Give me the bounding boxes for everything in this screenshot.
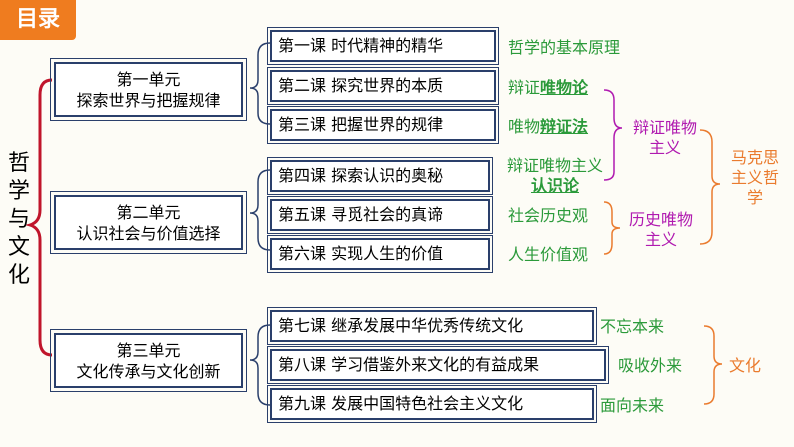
unit-box-3: 第三单元 文化传承与文化创新 xyxy=(50,329,247,392)
group-historical-materialism: 历史唯物 主义 xyxy=(618,210,704,250)
culture-brace xyxy=(703,325,723,405)
unit1-brace xyxy=(249,42,271,125)
lesson-box-3: 第三课 把握世界的规律 xyxy=(267,106,499,144)
lesson-box-4: 第四课 探索认识的奥秘 xyxy=(267,157,493,195)
note-emphasis: 认识论 xyxy=(530,176,579,195)
lesson-box-8: 第八课 学习借鉴外来文化的有益成果 xyxy=(267,346,609,384)
unit-title: 探索世界与把握规律 xyxy=(76,90,221,110)
group-dialectical-materialism: 辩证唯物 主义 xyxy=(624,118,706,158)
group-line: 主义 xyxy=(644,230,677,249)
note-social-history: 社会历史观 xyxy=(508,206,589,225)
note-dialectical-materialism: 辩证唯物论 xyxy=(508,78,588,98)
note-emphasis: 辩证法 xyxy=(540,117,589,136)
note-face-future: 面向未来 xyxy=(600,396,665,415)
note-emphasis: 唯物论 xyxy=(540,78,589,97)
note-absorb-foreign: 吸收外来 xyxy=(618,356,683,375)
note-life-values: 人生价值观 xyxy=(508,245,589,264)
unit-number: 第三单元 xyxy=(116,340,181,360)
unit-box-2: 第二单元 认识社会与价值选择 xyxy=(50,191,247,254)
lesson-box-1: 第一课 时代精神的精华 xyxy=(267,27,499,65)
root-char: 哲 xyxy=(7,151,30,176)
root-char: 与 xyxy=(7,207,30,232)
group-line: 主义哲 xyxy=(730,168,779,187)
unit-box-1: 第一单元 探索世界与把握规律 xyxy=(50,58,247,121)
root-char: 文 xyxy=(7,235,30,260)
group-line: 历史唯物 xyxy=(628,210,693,229)
unit2-brace xyxy=(249,169,271,251)
note-basic-principles: 哲学的基本原理 xyxy=(508,38,621,57)
note-line: 辩证唯物主义 xyxy=(506,156,603,175)
group-culture: 文化 xyxy=(728,356,761,375)
root-char: 学 xyxy=(7,179,30,204)
group-line: 辩证唯物 xyxy=(632,118,697,137)
dialectical-brace xyxy=(603,89,623,181)
unit3-brace xyxy=(249,324,271,406)
unit-number: 第二单元 xyxy=(116,202,181,222)
unit-title: 认识社会与价值选择 xyxy=(76,223,221,243)
page-title: 目录 xyxy=(0,0,76,40)
group-marxist-philosophy: 马克思 主义哲 学 xyxy=(722,148,788,208)
group-line: 马克思 xyxy=(730,148,779,167)
root-char: 化 xyxy=(7,263,30,288)
lesson-box-5: 第五课 寻觅社会的真谛 xyxy=(267,196,493,234)
note-epistemology: 辩证唯物主义 认识论 xyxy=(498,156,612,196)
note-prefix: 辩证 xyxy=(508,78,541,97)
root-label: 哲 学 与 文 化 xyxy=(6,150,32,290)
lesson-box-2: 第二课 探究世界的本质 xyxy=(267,67,499,105)
lesson-box-7: 第七课 继承发展中华优秀传统文化 xyxy=(267,307,597,345)
unit-number: 第一单元 xyxy=(116,69,181,89)
note-not-forget-origin: 不忘本来 xyxy=(600,317,665,336)
group-line: 学 xyxy=(746,188,763,207)
root-brace xyxy=(24,78,53,357)
lesson-box-6: 第六课 实现人生的价值 xyxy=(267,235,493,273)
note-prefix: 唯物 xyxy=(508,117,541,136)
historical-brace xyxy=(603,201,621,255)
note-materialist-dialectics: 唯物辩证法 xyxy=(508,117,588,137)
lesson-box-9: 第九课 发展中国特色社会主义文化 xyxy=(267,385,597,423)
marxism-brace xyxy=(699,129,721,245)
group-line: 主义 xyxy=(648,138,681,157)
unit-title: 文化传承与文化创新 xyxy=(76,361,221,381)
